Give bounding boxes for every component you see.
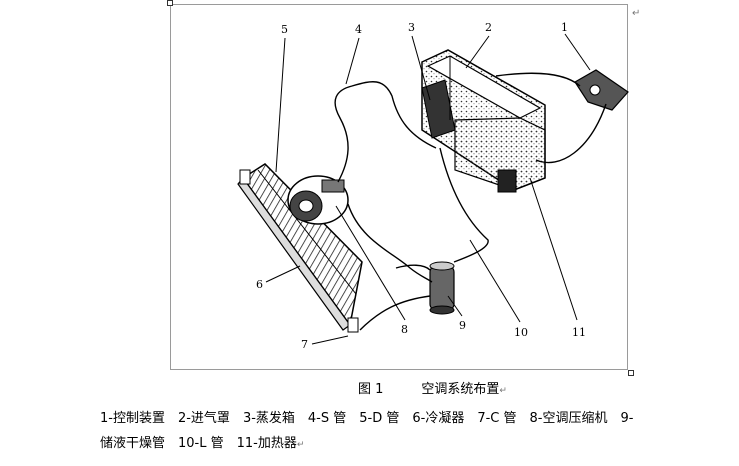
callout-11: 11 (572, 326, 586, 339)
pipes (334, 72, 607, 331)
receiver-drier (429, 261, 455, 315)
figure-number: 图 1 (358, 382, 384, 397)
paragraph-mark: ↵ (632, 8, 641, 19)
resize-handle-top-left[interactable] (167, 0, 173, 6)
legend-item-8: 8-空调压缩机 (529, 411, 608, 426)
paragraph-mark: ↵ (296, 440, 305, 450)
legend-item-7: 7-C 管 (477, 411, 517, 426)
legend-item-9-start: 9- (620, 411, 634, 426)
legend-item-11: 11-加热器 (236, 436, 297, 451)
callout-9: 9 (459, 319, 466, 332)
figure-title: 空调系统布置 (421, 382, 500, 397)
paragraph-mark: ↵ (499, 386, 507, 396)
figure-frame (170, 4, 628, 370)
legend-item-4: 4-S 管 (307, 411, 347, 426)
evaporator-unit (421, 49, 546, 193)
compressor (287, 175, 349, 225)
legend-item-2: 2-进气罩 (177, 411, 230, 426)
condenser (237, 163, 363, 333)
legend-item-10: 10-L 管 (178, 436, 224, 451)
legend-item-5: 5-D 管 (359, 411, 400, 426)
legend-line-1: 1-控制装置 2-进气罩 3-蒸发箱 4-S 管 5-D 管 6-冷凝器 7-C 管 8-空调… (100, 408, 739, 430)
callout-1: 1 (561, 21, 568, 34)
legend-item-1: 1-控制装置 (100, 411, 165, 426)
control-device (574, 69, 629, 111)
legend-line-2: 储液干燥管 10-L 管 11-加热器↵ (100, 433, 739, 456)
callout-5: 5 (281, 23, 288, 36)
legend-item-3: 3-蒸发箱 (242, 411, 295, 426)
legend-item-9-end: 储液干燥管 (100, 436, 166, 451)
resize-handle-bottom-right[interactable] (628, 370, 634, 376)
callout-10: 10 (514, 326, 528, 339)
callout-6: 6 (256, 278, 263, 291)
callout-3: 3 (408, 21, 415, 34)
leader-lines (265, 33, 591, 345)
callout-8: 8 (401, 323, 408, 336)
figure-caption: 图 1 空调系统布置↵ (358, 378, 507, 397)
callout-2: 2 (485, 21, 492, 34)
callout-4: 4 (355, 23, 362, 36)
callout-7: 7 (301, 338, 308, 351)
legend-item-6: 6-冷凝器 (412, 411, 465, 426)
